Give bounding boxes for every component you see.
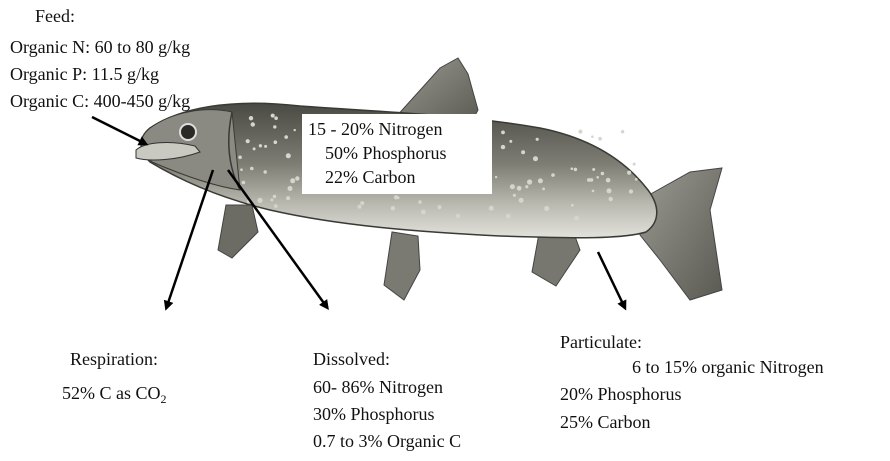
- fish-spot: [437, 205, 441, 209]
- fish-spot: [598, 137, 602, 141]
- fish-spot: [506, 214, 511, 219]
- fish-spot: [257, 198, 262, 203]
- fish-spot: [627, 171, 631, 175]
- respiration-value: 52% C as CO2: [62, 382, 167, 410]
- pelvic-fin: [384, 232, 420, 300]
- fish-spot: [273, 195, 276, 198]
- respiration-arrow: [167, 170, 213, 306]
- fish-spot: [621, 130, 624, 133]
- fish-spot: [242, 181, 246, 185]
- pectoral-fin: [218, 205, 258, 258]
- tail-fin: [640, 168, 722, 300]
- fish-spot: [286, 153, 291, 158]
- fish-spot: [394, 195, 398, 199]
- fish-spot: [284, 135, 288, 139]
- fish-spot: [501, 145, 505, 149]
- fish-spot: [391, 206, 396, 211]
- fish-spot: [510, 184, 515, 189]
- fish-spot: [264, 145, 267, 148]
- fish-eye: [180, 124, 196, 140]
- feed-heading: Feed:: [35, 5, 75, 27]
- fish-spot: [592, 168, 595, 171]
- fish-spot: [238, 156, 242, 160]
- fish-spot: [596, 176, 599, 179]
- fish-spot: [609, 197, 613, 201]
- fish-spot: [629, 189, 633, 193]
- fish-spot: [274, 116, 278, 120]
- co2-subscript: 2: [161, 392, 167, 406]
- retained-phosphorus: 50% Phosphorus: [325, 142, 447, 164]
- fish-spot: [274, 140, 278, 144]
- fish-spot: [517, 186, 522, 191]
- fish-spot: [525, 185, 528, 188]
- fish-spot: [294, 129, 296, 131]
- fish-spot: [240, 168, 243, 171]
- fish-spot: [574, 168, 578, 172]
- dissolved-carbon: 0.7 to 3% Organic C: [313, 430, 461, 452]
- fish-spot: [264, 170, 267, 173]
- fish-spot: [635, 178, 638, 181]
- fish-spot: [421, 210, 426, 215]
- fish-spot: [633, 163, 636, 166]
- fish-spot: [288, 186, 293, 191]
- fish-spot: [286, 196, 290, 200]
- dissolved-heading: Dissolved:: [313, 348, 390, 370]
- feed-arrow: [92, 117, 144, 143]
- respiration-heading: Respiration:: [70, 348, 158, 370]
- fish-spot: [527, 179, 532, 184]
- fish-spot: [489, 206, 494, 211]
- fish-spot: [521, 150, 525, 154]
- fish-spot: [295, 176, 299, 180]
- fish-spot: [574, 216, 579, 221]
- fish-spot: [274, 204, 278, 208]
- fish-spot: [259, 144, 262, 147]
- feed-line-c: Organic C: 400-450 g/kg: [10, 90, 190, 112]
- particulate-phosphorus: 20% Phosphorus: [560, 383, 682, 405]
- fish-spot: [251, 122, 255, 126]
- fish-spot: [253, 147, 256, 150]
- fish-spot: [418, 200, 422, 204]
- fish-spot: [358, 205, 362, 209]
- fish-spot: [273, 125, 276, 128]
- fish-spot: [538, 178, 543, 183]
- particulate-arrow: [598, 252, 624, 306]
- particulate-heading: Particulate:: [560, 331, 642, 353]
- fish-spot: [519, 198, 524, 203]
- fish-spot: [360, 201, 364, 205]
- fish-spot: [551, 173, 555, 177]
- fish-spot: [456, 214, 460, 218]
- fish-spot: [587, 178, 591, 182]
- fish-spot: [246, 139, 250, 143]
- retained-nitrogen: 15 - 20% Nitrogen: [308, 118, 442, 140]
- fish-spot: [571, 167, 574, 170]
- fish-spot: [542, 188, 545, 191]
- fish-spot: [571, 204, 574, 207]
- fish-spot: [495, 176, 497, 178]
- dissolved-nitrogen: 60- 86% Nitrogen: [313, 376, 443, 398]
- particulate-nitrogen: 6 to 15% organic Nitrogen: [632, 356, 824, 378]
- feed-line-n: Organic N: 60 to 80 g/kg: [10, 36, 190, 58]
- fish-spot: [513, 194, 516, 197]
- fish-spot: [533, 156, 538, 161]
- fish-spot: [591, 135, 594, 138]
- feed-line-p: Organic P: 11.5 g/kg: [10, 63, 159, 85]
- fish-spot: [578, 130, 582, 134]
- fish-spot: [509, 140, 512, 143]
- fish-spot: [250, 167, 254, 171]
- fish-spot: [249, 116, 253, 120]
- retained-carbon: 22% Carbon: [325, 166, 415, 188]
- fish-spot: [270, 198, 273, 201]
- fish-spot: [607, 188, 612, 193]
- fish-spot: [601, 172, 605, 176]
- fish-spot: [544, 206, 549, 211]
- fish-spot: [592, 190, 595, 193]
- fish-spot: [290, 178, 295, 183]
- fish-spot: [536, 138, 539, 141]
- fish-spot: [271, 114, 275, 118]
- fish-spot: [501, 131, 505, 135]
- particulate-carbon: 25% Carbon: [560, 411, 650, 433]
- fish-spot: [606, 178, 611, 183]
- dissolved-phosphorus: 30% Phosphorus: [313, 403, 435, 425]
